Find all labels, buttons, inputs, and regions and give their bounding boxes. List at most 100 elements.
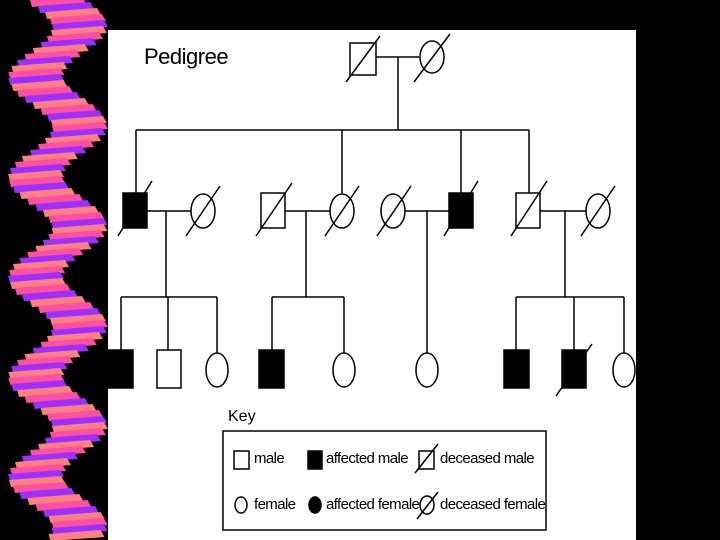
- gen3-female: [332, 352, 356, 388]
- ribbon-stripe: [51, 524, 108, 535]
- ribbon-stripe: [14, 158, 71, 169]
- ribbon-stripe: [32, 344, 89, 355]
- key-deceased-male-symbol: [418, 450, 435, 470]
- deceased-slash: [414, 443, 439, 474]
- ribbon-stripe: [19, 254, 76, 265]
- ribbon-stripe: [11, 362, 68, 373]
- ribbon-stripe: [49, 428, 106, 439]
- ribbon-stripe: [46, 32, 103, 43]
- ribbon-stripe: [27, 494, 84, 505]
- ribbon-stripe: [27, 248, 84, 259]
- key-affected-male-symbol: [307, 450, 323, 470]
- ribbon-stripe: [8, 470, 65, 481]
- ribbon-stripe: [40, 38, 97, 49]
- deceased-slash: [185, 185, 221, 237]
- gen3-male: [156, 349, 182, 389]
- ribbon-stripe: [30, 446, 86, 457]
- gen3-female: [612, 352, 636, 388]
- key-label-affected-female: affected female: [326, 496, 420, 513]
- ribbon-stripe: [9, 476, 66, 487]
- ribbon-stripe: [10, 278, 67, 289]
- ribbon-stripe: [45, 308, 102, 319]
- ribbon-stripe: [50, 326, 107, 337]
- ribbon-stripe: [30, 0, 86, 7]
- ribbon-stripe: [46, 110, 103, 121]
- ribbon-stripe: [48, 230, 105, 241]
- ribbon-stripe: [45, 434, 102, 445]
- ribbon-stripe: [40, 338, 97, 349]
- pedigree-diagram: [108, 33, 636, 531]
- ribbon-stripe: [17, 386, 74, 397]
- ribbon-stripe: [24, 92, 81, 103]
- ribbon-stripe: [51, 218, 108, 229]
- decorative-ribbon-border: [8, 0, 108, 540]
- ribbon-stripe: [8, 74, 65, 85]
- ribbon-stripe: [51, 320, 108, 331]
- ribbon-stripe: [51, 224, 108, 235]
- ribbon-stripe: [49, 314, 106, 325]
- key-border: [222, 430, 547, 531]
- ribbon-stripe: [40, 104, 97, 115]
- ribbon-stripe: [24, 392, 81, 403]
- ribbon-stripe: [42, 206, 99, 217]
- ribbon-stripe: [35, 242, 92, 253]
- ribbon-stripe: [27, 194, 84, 205]
- ribbon-stripe: [45, 8, 102, 19]
- ribbon-stripe: [38, 302, 95, 313]
- ribbon-stripe: [8, 170, 65, 181]
- deceased-slash: [376, 185, 412, 237]
- ribbon-stripe: [51, 422, 108, 433]
- ribbon-stripe: [49, 14, 106, 25]
- ribbon-stripe: [42, 236, 99, 247]
- ribbon-stripe: [32, 98, 89, 109]
- ribbon-stripe: [19, 488, 76, 499]
- deceased-slash: [510, 180, 548, 237]
- ribbon-stripe: [32, 44, 89, 55]
- ribbon-stripe: [9, 266, 66, 277]
- pedigree-slide: Pedigree: [108, 30, 636, 540]
- key-box: [222, 430, 547, 531]
- ribbon-stripe: [48, 512, 105, 523]
- ribbon-stripe: [10, 464, 67, 475]
- key-title: Key: [228, 408, 256, 425]
- gen2-couple-4: [510, 180, 625, 353]
- deceased-slash: [413, 33, 451, 83]
- page-title: Pedigree: [144, 44, 229, 69]
- key-label-female: female: [254, 496, 296, 513]
- gen3-affected-male: [503, 349, 530, 389]
- ribbon-stripe: [38, 2, 95, 13]
- key-female-symbol: [234, 496, 248, 514]
- ribbon-stripe: [14, 458, 71, 469]
- ribbon-stripe: [40, 404, 97, 415]
- deceased-slash: [555, 343, 593, 397]
- ribbon-stripe: [19, 188, 76, 199]
- ribbon-stripe: [32, 398, 89, 409]
- ribbon-stripe: [17, 86, 74, 97]
- key-label-affected-male: affected male: [326, 450, 409, 467]
- deceased-slash: [255, 182, 293, 237]
- gen3-affected-male: [108, 349, 134, 389]
- deceased-slash: [324, 185, 360, 237]
- ribbon-stripe: [17, 56, 74, 67]
- ribbon-stripe: [35, 200, 92, 211]
- ribbon-stripe: [24, 350, 81, 361]
- ribbon-stripe: [14, 284, 71, 295]
- ribbon-stripe: [21, 452, 78, 463]
- ribbon-stripe: [48, 530, 105, 540]
- ribbon-stripe: [30, 296, 86, 307]
- ribbon-stripe: [30, 146, 86, 157]
- gen3-female: [205, 352, 229, 388]
- ribbon-stripe: [51, 122, 108, 133]
- gen3-female: [415, 352, 439, 388]
- ribbon-stripe: [13, 182, 70, 193]
- ribbon-stripe: [48, 212, 105, 223]
- deceased-slash: [580, 185, 616, 237]
- ribbon-stripe: [35, 500, 92, 511]
- ribbon-stripe: [8, 68, 65, 79]
- deceased-slash: [416, 491, 439, 520]
- ribbon-stripe: [13, 260, 70, 271]
- deceased-slash: [443, 180, 479, 237]
- ribbon-stripe: [21, 290, 78, 301]
- ribbon-stripe: [17, 356, 74, 367]
- gen1-couple: [135, 33, 530, 193]
